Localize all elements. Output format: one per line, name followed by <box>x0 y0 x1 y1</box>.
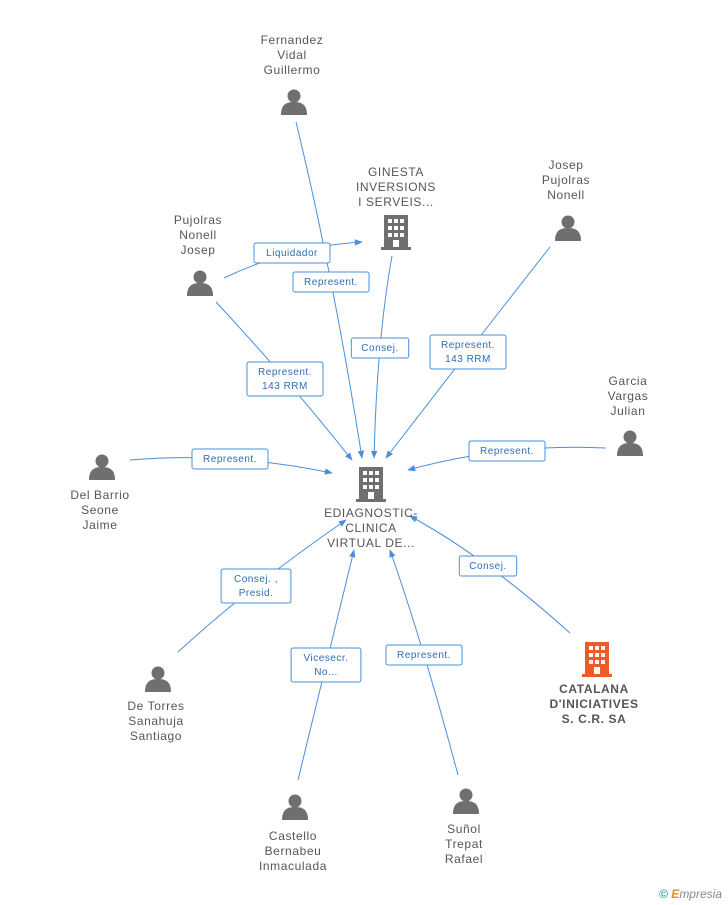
node-label-line: Julian <box>610 404 646 418</box>
edge-label-ginesta-to-center: Consej. <box>350 337 410 359</box>
edge-label-box <box>385 644 463 666</box>
edge-label-box <box>468 440 546 462</box>
node-label-line: Josep <box>180 243 216 257</box>
edge-label-text: Consej. <box>469 561 506 572</box>
edge-label-text: Represent. <box>304 277 358 288</box>
node-label-line: VIRTUAL DE... <box>327 536 415 550</box>
node-label-line: CLINICA <box>345 521 397 535</box>
edge-label-text: Liquidador <box>266 248 318 259</box>
copyright-symbol: © <box>659 887 668 901</box>
edge-label-box <box>253 242 331 264</box>
company-icon-ginesta[interactable] <box>381 215 411 250</box>
node-label-line: Josep <box>548 158 584 172</box>
edge-label-text: Vicesecr. <box>304 653 349 664</box>
company-icon-catalana[interactable] <box>582 642 612 677</box>
edge-label-sunol-to-center: Represent. <box>385 644 463 666</box>
edge-label-box <box>458 555 518 577</box>
person-icon-delbarrio[interactable] <box>89 454 115 481</box>
person-icon-pujolras_nj[interactable] <box>187 270 213 297</box>
node-label-line: CATALANA <box>559 682 629 696</box>
node-label-line: Sanahuja <box>128 714 184 728</box>
node-label-line: GINESTA <box>368 165 424 179</box>
node-label-line: Vargas <box>607 389 649 403</box>
node-label-line: Nonell <box>179 228 217 242</box>
edge-label-pujolras_nj-to-ginesta: Liquidador <box>253 242 331 264</box>
edge-label-catalana-to-center: Consej. <box>458 555 518 577</box>
edge-label-box <box>429 334 507 370</box>
person-icon-fernandez[interactable] <box>281 89 307 116</box>
edge-label-box <box>292 271 370 293</box>
edge-label-castello-to-center: Vicesecr. No... <box>290 647 362 683</box>
node-label-line: Inmaculada <box>258 859 328 873</box>
node-label-line: Seone <box>81 503 119 517</box>
edge-label-text: Presid. <box>239 588 274 599</box>
node-label-line: Pujolras <box>173 213 223 227</box>
node-label-line: Castello <box>268 829 318 843</box>
edge-label-text: Represent. <box>258 367 312 378</box>
edge-label-text: Represent. <box>441 340 495 351</box>
person-icon-pujolras_njp[interactable] <box>555 215 581 242</box>
edge-label-text: Represent. <box>203 454 257 465</box>
node-label-line: Bernabeu <box>264 844 322 858</box>
edge-label-box <box>191 448 269 470</box>
edge-label-pujolras_nj-to-center: Represent. 143 RRM <box>246 361 324 397</box>
edge-label-box <box>220 568 292 604</box>
node-label-line: Trepat <box>445 837 483 851</box>
node-label-line: De Torres <box>127 699 185 713</box>
edge-label-text: Represent. <box>480 446 534 457</box>
node-label-line: Santiago <box>129 729 183 743</box>
brand-initial: E <box>671 887 680 901</box>
edge-label-text: 143 RRM <box>262 381 308 392</box>
edge-label-delbarrio-to-center: Represent. <box>191 448 269 470</box>
node-label-line: Garcia <box>608 374 648 388</box>
person-icon-garcia[interactable] <box>617 430 643 457</box>
edge-label-box <box>246 361 324 397</box>
edge-label-text: Consej. , <box>234 574 278 585</box>
edge-label-text: No... <box>314 667 338 678</box>
edge-label-box <box>350 337 410 359</box>
brand-name: mpresia <box>679 887 722 901</box>
node-label-line: Jaime <box>82 518 118 532</box>
edge-label-text: Represent. <box>397 650 451 661</box>
node-label-line: Guillermo <box>263 63 321 77</box>
node-label-line: Vidal <box>277 48 307 62</box>
node-label-line: EDIAGNOSTIC- <box>324 506 418 520</box>
edge-label-fernandez-to-center: Represent. <box>292 271 370 293</box>
node-label-line: Pujolras <box>541 173 591 187</box>
person-icon-detorres[interactable] <box>145 666 171 693</box>
node-label-line: INVERSIONS <box>355 180 436 194</box>
edge-label-pujolras_njp-to-center: Represent. 143 RRM <box>429 334 507 370</box>
watermark: © Empresia <box>659 887 722 901</box>
node-label-line: S. C.R. SA <box>561 712 627 726</box>
edge-label-garcia-to-center: Represent. <box>468 440 546 462</box>
node-label-line: Rafael <box>444 852 484 866</box>
node-label-line: Fernandez <box>260 33 324 47</box>
node-label-line: Del Barrio <box>70 488 130 502</box>
node-label-line: D'INICIATIVES <box>549 697 639 711</box>
edge-label-detorres-to-center: Consej. , Presid. <box>220 568 292 604</box>
person-icon-sunol[interactable] <box>453 788 479 815</box>
node-label-line: I SERVEIS... <box>358 195 434 209</box>
edge-label-text: 143 RRM <box>445 354 491 365</box>
node-label-line: Nonell <box>547 188 585 202</box>
edge-label-text: Consej. <box>361 343 398 354</box>
person-icon-castello[interactable] <box>282 794 308 821</box>
node-label-line: Suñol <box>447 822 481 836</box>
edge-label-box <box>290 647 362 683</box>
company-icon-center[interactable] <box>356 467 386 502</box>
